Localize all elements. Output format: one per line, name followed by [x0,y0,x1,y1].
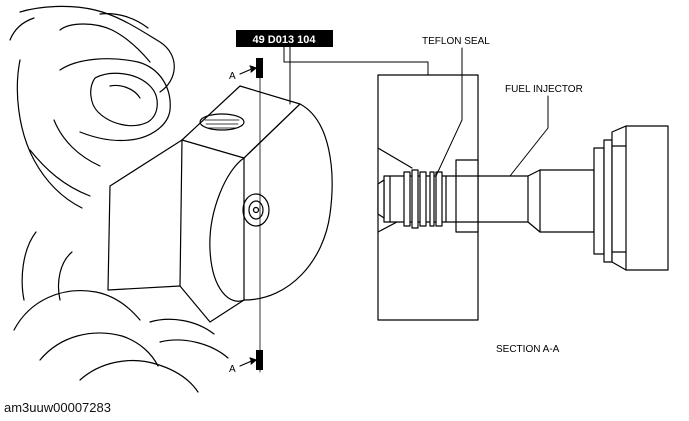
hand-illustration [9,5,229,393]
part-number-tag [236,30,333,47]
teflon-seal-leader [435,47,463,177]
teflon-seal-label: TEFLON SEAL [422,36,490,47]
fuel-injector-leader [509,95,549,177]
section-label: SECTION A-A [496,344,560,355]
section-mark-bottom: A [229,364,236,375]
figure-caption: am3uuw00007283 [4,400,111,415]
fuel-injector-label: FUEL INJECTOR [505,84,583,95]
part-number-label: 49 D013 104 [253,34,317,46]
teflon-seal [403,169,443,229]
section-line-a-a [239,58,263,373]
tool-block [107,85,333,323]
section-mark-top: A [229,71,236,82]
fuel-injector [445,125,669,271]
center-bore [242,193,270,227]
threaded-port [199,113,245,131]
section-view [377,74,479,321]
